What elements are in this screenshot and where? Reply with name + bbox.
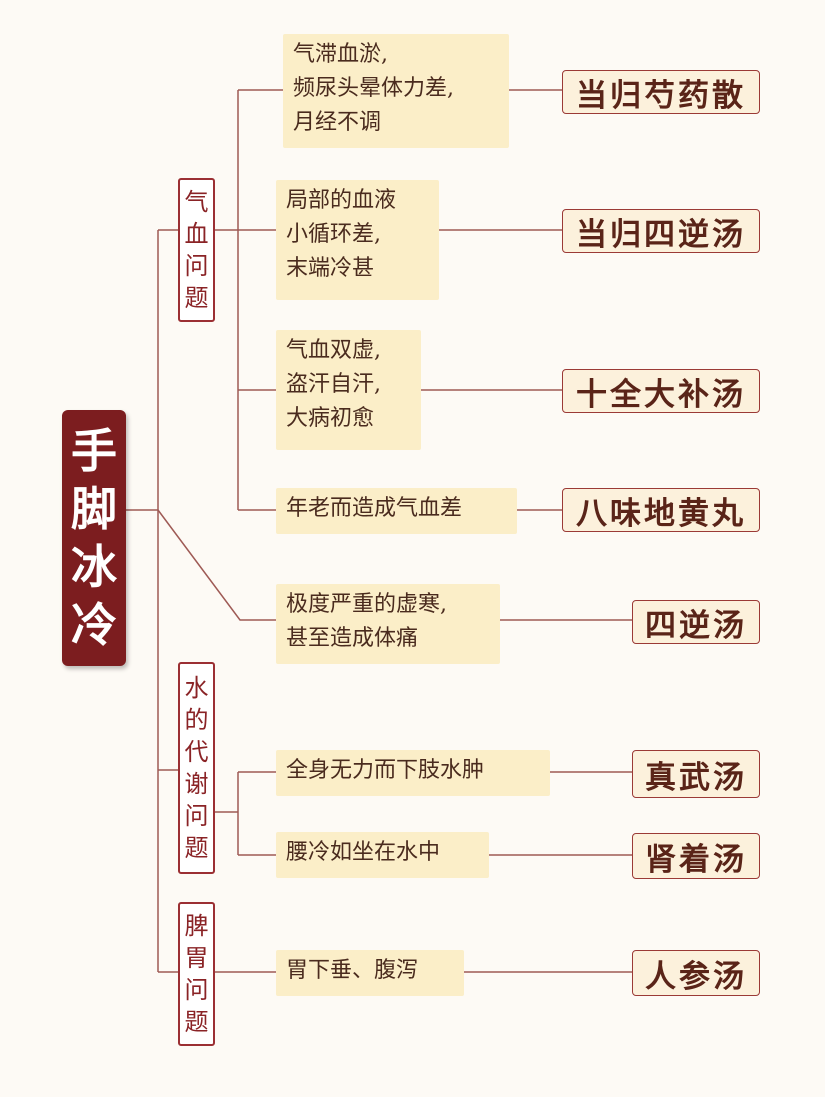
description-box-8: 胃下垂、腹泻 bbox=[276, 950, 464, 996]
connector-direct-siniu bbox=[157, 509, 276, 621]
description-line: 小循环差, bbox=[286, 222, 381, 247]
root-node: 手 脚 冰 冷 bbox=[62, 410, 126, 666]
remedy-bawei-dihuang-wan: 八味地黄丸 bbox=[562, 488, 760, 532]
category-shui: 水 的 代 谢 问 题 bbox=[178, 662, 215, 874]
description-box-3: 气血双虚, 盗汗自汗, 大病初愈 bbox=[276, 330, 421, 450]
remedy-sini-tang: 四逆汤 bbox=[632, 600, 760, 644]
description-line: 频尿头晕体力差, bbox=[293, 76, 454, 101]
description-line: 甚至造成体痛 bbox=[286, 626, 419, 651]
description-line: 大病初愈 bbox=[286, 406, 375, 431]
remedy-zhenwu-tang: 真武汤 bbox=[632, 750, 760, 798]
remedy-renshen-tang: 人参汤 bbox=[632, 950, 760, 996]
category-char: 水 bbox=[184, 674, 209, 702]
description-box-5: 极度严重的虚寒, 甚至造成体痛 bbox=[276, 584, 500, 664]
remedy-shenzhuo-tang: 肾着汤 bbox=[632, 833, 760, 879]
remedy-danggui-sini-tang: 当归四逆汤 bbox=[562, 209, 760, 253]
category-piwei: 脾 胃 问 题 bbox=[178, 902, 215, 1046]
description-line: 极度严重的虚寒, bbox=[286, 592, 447, 617]
description-box-2: 局部的血液 小循环差, 末端冷甚 bbox=[276, 180, 439, 300]
remedy-danggui-shaoyao-san: 当归芍药散 bbox=[562, 70, 760, 114]
category-char: 问 bbox=[184, 976, 209, 1004]
description-box-6: 全身无力而下肢水肿 bbox=[276, 750, 550, 796]
category-char: 题 bbox=[184, 834, 209, 862]
root-char: 冰 bbox=[71, 540, 117, 594]
category-char: 题 bbox=[184, 1008, 209, 1036]
description-line: 月经不调 bbox=[293, 110, 382, 135]
category-char: 问 bbox=[184, 802, 209, 830]
description-line: 腰冷如坐在水中 bbox=[286, 840, 441, 865]
category-char: 谢 bbox=[184, 770, 209, 798]
description-line: 全身无力而下肢水肿 bbox=[286, 758, 485, 783]
description-line: 气滞血淤, bbox=[293, 42, 388, 67]
category-char: 脾 bbox=[184, 912, 209, 940]
description-line: 盗汗自汗, bbox=[286, 372, 381, 397]
description-box-7: 腰冷如坐在水中 bbox=[276, 832, 489, 878]
root-char: 脚 bbox=[71, 482, 117, 536]
remedy-shiquan-dabu-tang: 十全大补汤 bbox=[562, 369, 760, 413]
description-box-4: 年老而造成气血差 bbox=[276, 488, 517, 534]
description-line: 气血双虚, bbox=[286, 338, 381, 363]
category-char: 问 bbox=[184, 252, 209, 280]
root-char: 冷 bbox=[71, 598, 117, 652]
description-line: 末端冷甚 bbox=[286, 256, 375, 281]
root-char: 手 bbox=[71, 424, 117, 478]
description-line: 年老而造成气血差 bbox=[286, 496, 463, 521]
description-box-1: 气滞血淤, 频尿头晕体力差, 月经不调 bbox=[283, 34, 509, 148]
category-char: 血 bbox=[184, 220, 209, 248]
category-char: 的 bbox=[184, 706, 209, 734]
category-qixue: 气 血 问 题 bbox=[178, 178, 215, 322]
category-char: 气 bbox=[184, 188, 209, 216]
description-line: 局部的血液 bbox=[286, 188, 397, 213]
category-char: 代 bbox=[184, 738, 209, 766]
category-char: 胃 bbox=[184, 944, 209, 972]
category-char: 题 bbox=[184, 284, 209, 312]
description-line: 胃下垂、腹泻 bbox=[286, 958, 419, 983]
